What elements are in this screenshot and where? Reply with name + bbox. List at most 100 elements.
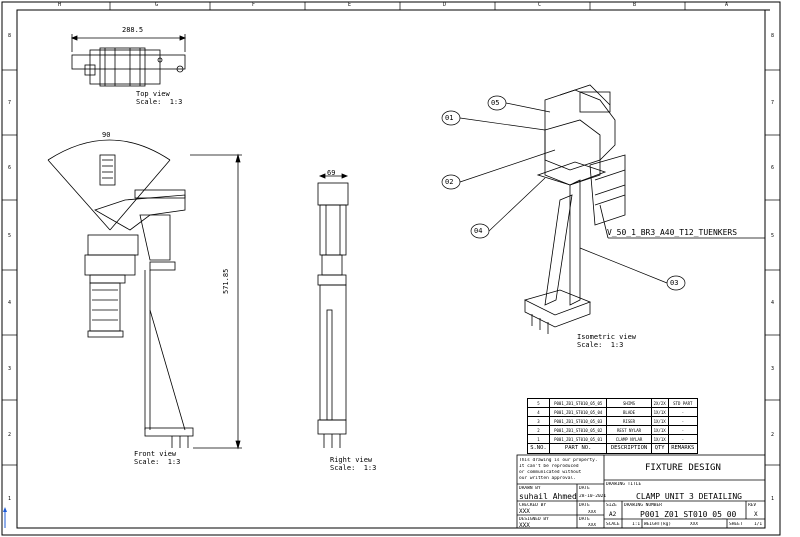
weight: XXX (690, 522, 699, 527)
designed-date: XXX (588, 523, 597, 528)
bom-cell: 1X/1X (650, 416, 669, 426)
zone-number: 4 (771, 300, 775, 306)
bom-cell: 3 (527, 416, 550, 426)
isometric-view-drawing (523, 84, 765, 334)
zone-letter: H (58, 2, 62, 8)
checked-by-label: CHECKED BY (519, 503, 547, 508)
size-label: SIZE (606, 503, 617, 508)
zone-number: 7 (771, 100, 775, 106)
title-block-frame (516, 454, 766, 529)
front-view-label: Front view Scale: 1:3 (134, 450, 181, 466)
drawn-date: 28-10-2021 (579, 494, 607, 499)
bom-cell: - (667, 407, 699, 417)
scale-label: SCALE (606, 522, 620, 527)
bom-cell: BLADE (606, 407, 652, 417)
bom-cell: 2 (527, 425, 550, 435)
inner-border (16, 9, 766, 529)
balloon-02: 02 (445, 178, 454, 186)
zone-letter: C (538, 2, 542, 8)
front-view-drawing (47, 139, 242, 450)
zone-letter: D (443, 2, 447, 8)
bom-cell: RISER (606, 416, 652, 426)
zone-letter: B (633, 2, 637, 8)
drawing-number-label: DRAWING NUMBER (624, 503, 662, 508)
zone-number: 1 (771, 496, 775, 502)
zone-number: 5 (8, 233, 12, 239)
sheet: 1/1 (754, 522, 763, 527)
notice-line: This drawing is our property. (519, 458, 598, 463)
bom-cell: 1 (527, 434, 550, 444)
designed-by: XXX (519, 522, 530, 529)
bom-header: PART NO. (548, 443, 608, 454)
zone-number: 4 (8, 300, 12, 306)
bom-cell: P001_Z01_ST010_05_05 (548, 398, 608, 408)
weight-label: WEIGHT(kg) (644, 522, 672, 527)
rev: X (754, 511, 758, 518)
zone-number: 8 (771, 33, 775, 39)
bom-header: DESCRIPTION (606, 443, 652, 454)
date-label: DATE (579, 486, 590, 491)
bom-cell: REST NYLAR (606, 425, 652, 435)
zone-number: 2 (8, 432, 12, 438)
zone-number: 3 (8, 366, 12, 372)
bom-header: REMARKS (667, 443, 699, 454)
outer-border (1, 1, 781, 536)
bom-cell: - (667, 434, 699, 444)
bom-cell: CLAMP NYLAR (606, 434, 652, 444)
balloon-leaders (441, 95, 686, 291)
bom-cell: P001_Z01_ST010_05_03 (548, 416, 608, 426)
bom-cell: 4 (527, 407, 550, 417)
bom-cell: STD PART (667, 398, 699, 408)
bom-cell: 1X/1X (650, 434, 669, 444)
zone-number: 7 (8, 100, 12, 106)
notice-line: our written approval. (519, 476, 576, 481)
sheet-label: SHEET (729, 522, 743, 527)
zone-letter: E (348, 2, 352, 8)
scale: 1:1 (632, 522, 641, 527)
bom-cell: 5 (527, 398, 550, 408)
bom-cell: P001_Z01_ST010_05_02 (548, 425, 608, 435)
zone-number: 2 (771, 432, 775, 438)
bom-cell: - (667, 425, 699, 435)
bom-header: QTY (650, 443, 669, 454)
clamp-callout: V_50_1_BR3_A40_T12_TUENKERS (607, 228, 738, 237)
top-view-drawing (70, 34, 187, 87)
notice-line: or communicated without (519, 470, 582, 475)
drawing-number: P001_Z01_ST010_05_00 (640, 510, 737, 519)
drawn-by-label: DRAWN BY (519, 486, 541, 491)
date-label: DATE (579, 517, 590, 522)
zone-number: 6 (771, 165, 775, 171)
balloon-03: 03 (670, 279, 679, 287)
bom-cell: 1X/1X (650, 425, 669, 435)
right-view-drawing (317, 173, 349, 448)
zone-letter: F (252, 2, 256, 8)
size: A2 (609, 511, 617, 518)
balloon-04: 04 (474, 227, 483, 235)
bom-cell: 1X/1X (650, 407, 669, 417)
right-view-dimension: 69 (327, 169, 336, 177)
bom-header: S.NO. (527, 443, 550, 454)
bom-cell: - (667, 416, 699, 426)
bom-cell: P001_Z01_ST010_05_04 (548, 407, 608, 417)
front-view-height-dimension: 571.85 (222, 268, 230, 294)
checked-by: XXX (519, 508, 530, 515)
zone-number: 8 (8, 33, 12, 39)
right-view-label: Right view Scale: 1:3 (330, 456, 377, 472)
zone-letter: G (155, 2, 159, 8)
rev-label: REV (748, 503, 757, 508)
drawing-title: CLAMP UNIT 3 DETAILING (636, 492, 742, 501)
zone-number: 1 (8, 496, 12, 502)
front-view-angle-dimension: 90 (102, 131, 111, 139)
checked-date: XXX (588, 510, 597, 515)
date-label: DATE (579, 503, 590, 508)
bom-cell: 2X/2X (650, 398, 669, 408)
isometric-view-label: Isometric view Scale: 1:3 (577, 333, 637, 349)
zone-number: 5 (771, 233, 775, 239)
zone-number: 6 (8, 165, 12, 171)
